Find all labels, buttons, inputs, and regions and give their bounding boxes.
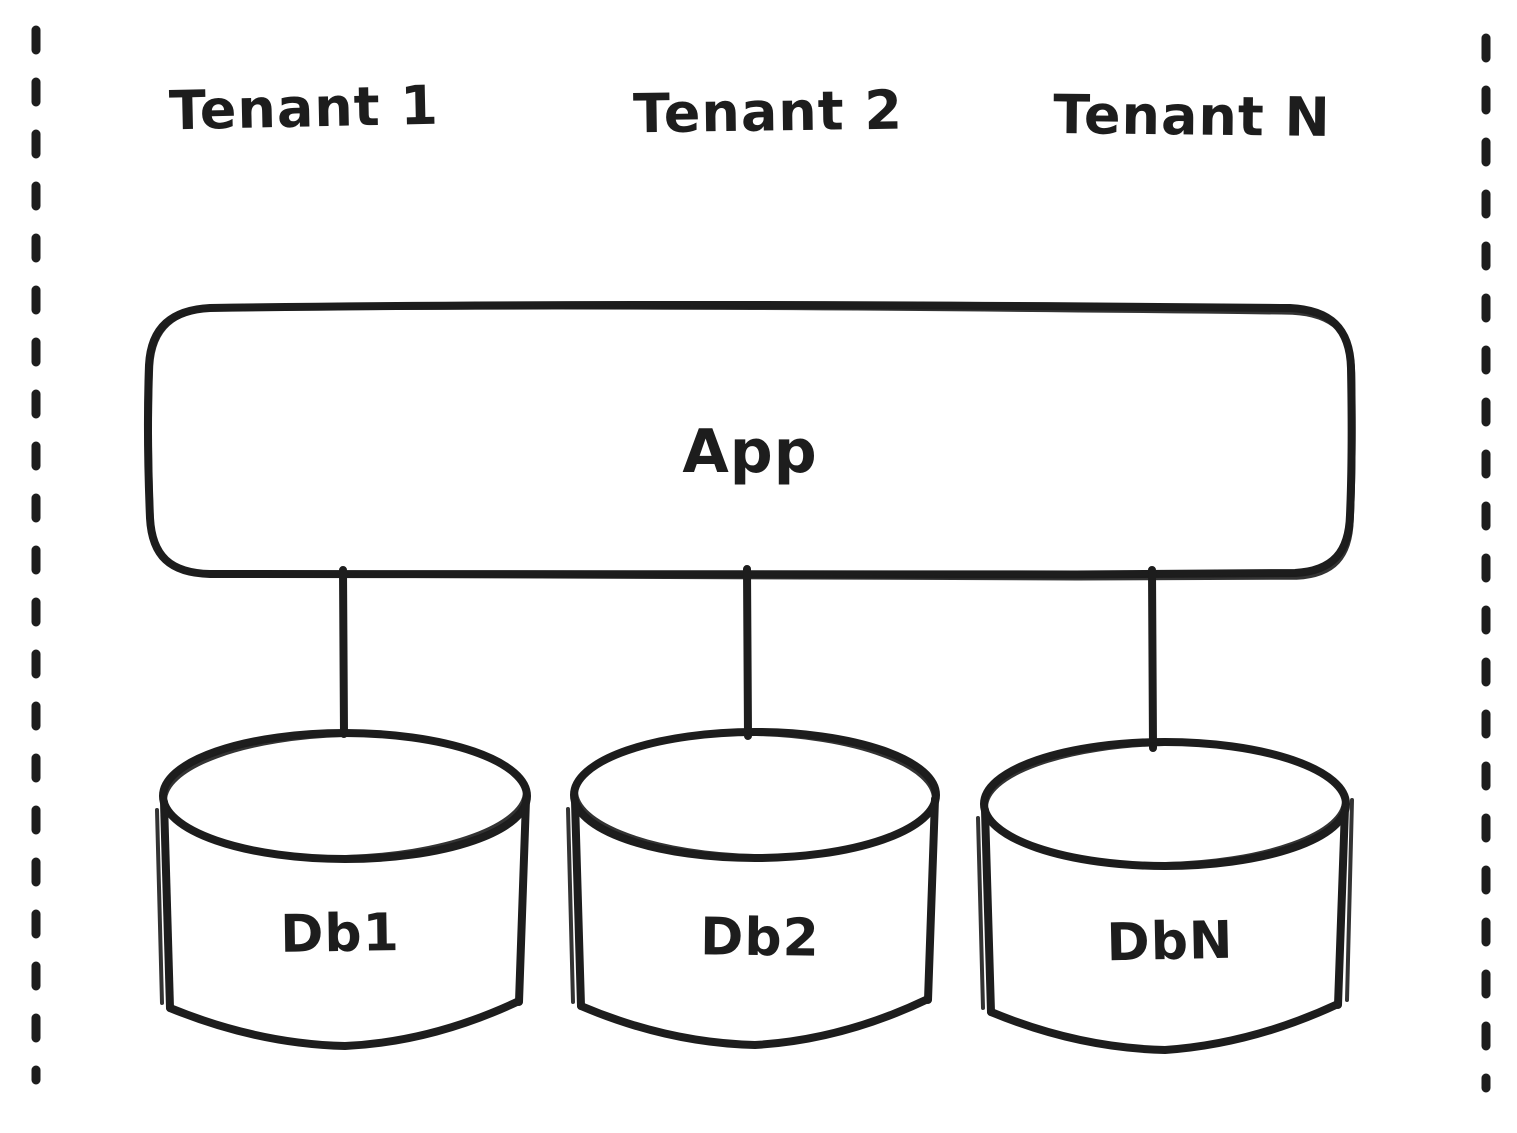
- tenant-2-label: Tenant 2: [632, 78, 904, 146]
- app-box-label: App: [682, 417, 818, 487]
- tenant-n-label: Tenant N: [1052, 83, 1332, 149]
- db1-label: Db1: [279, 903, 401, 965]
- db2-label: Db2: [699, 907, 821, 969]
- database-cylinder-db2: [566, 728, 940, 1049]
- database-cylinder-db1: [155, 729, 531, 1050]
- connector-app-dbn: [1148, 566, 1157, 752]
- connector-app-db1: [339, 566, 348, 738]
- dbn-label: DbN: [1105, 910, 1235, 974]
- connector-app-db2: [743, 565, 752, 740]
- app-box: [143, 300, 1356, 581]
- database-cylinder-dbn: [976, 738, 1354, 1054]
- tenant-1-label: Tenant 1: [168, 73, 440, 143]
